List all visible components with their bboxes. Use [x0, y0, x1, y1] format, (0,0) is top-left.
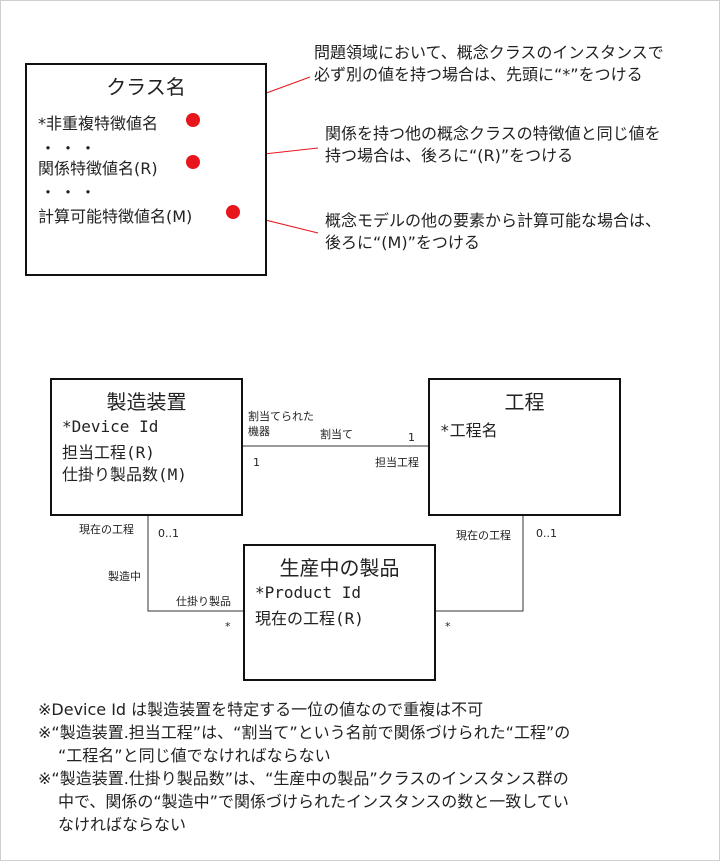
class-process-title: 工程: [504, 390, 545, 414]
footnote-3-cont-2: なければならない: [58, 815, 187, 834]
pp-role-process: 現在の工程: [456, 529, 511, 542]
legend-relation-attr: 関係特徴値名(R): [38, 159, 158, 178]
footnote-3: ※“製造装置.仕掛り製品数”は、“生産中の製品”クラスのインスタンス群の: [38, 769, 569, 788]
marker-unique-dot: [186, 113, 200, 127]
device-attr-id: *Device Id: [62, 417, 159, 436]
assoc-line-device-product: [147, 516, 244, 612]
legend-class-box: クラス名 *非重複特徴値名 ・・・ 関係特徴値名(R) ・・・ 計算可能特徴値名…: [25, 63, 267, 276]
note-unique: 問題領域において、概念クラスのインスタンスで必ず別の値を持つ場合は、先頭に“*”…: [314, 43, 664, 84]
product-attr-current-process: 現在の工程(R): [255, 609, 364, 628]
legend-unique-attr: *非重複特徴値名: [38, 114, 159, 133]
note-computed: 概念モデルの他の要素から計算可能な場合は、後ろに“(M)”をつける: [325, 211, 662, 252]
class-process-box: 工程 *工程名: [428, 378, 621, 516]
dp-name: 製造中: [108, 570, 141, 583]
dp-role-product: 仕掛り製品: [176, 595, 231, 608]
class-device-title: 製造装置: [106, 390, 187, 414]
process-attr-name: *工程名: [440, 421, 498, 440]
note-relation: 関係を持つ他の概念クラスの特徴値と同じ値を持つ場合は、後ろに“(R)”をつける: [325, 124, 661, 165]
assign-name: 割当て: [320, 428, 353, 441]
footnote-3-cont-1: 中で、関係の“製造中”で関係づけられたインスタンスの数と一致してい: [58, 792, 569, 811]
assign-mult-process: 1: [408, 431, 415, 444]
legend-dots-2: ・・・: [40, 183, 101, 202]
assoc-line-process-product: [435, 516, 524, 612]
class-product-title: 生産中の製品: [279, 556, 400, 580]
assign-mult-device: 1: [253, 456, 260, 469]
marker-computed-dot: [226, 205, 240, 219]
legend-dots-1: ・・・: [40, 139, 101, 158]
marker-relation-dot: [186, 155, 200, 169]
dp-role-device: 現在の工程: [79, 523, 134, 536]
dp-mult-device: 0..1: [158, 527, 179, 540]
dp-mult-product: *: [225, 620, 231, 633]
legend-class-title: クラス名: [106, 75, 186, 99]
pp-mult-product: *: [445, 620, 451, 633]
footnote-2: ※“製造装置.担当工程”は、“割当て”という名前で関係づけられた“工程”の: [38, 723, 571, 742]
footnote-1: ※Device Id は製造装置を特定する一位の値なので重複は不可: [38, 700, 484, 719]
device-attr-process: 担当工程(R): [62, 443, 155, 462]
class-product-box: 生産中の製品 *Product Id 現在の工程(R): [243, 544, 436, 681]
product-attr-id: *Product Id: [255, 583, 361, 602]
legend-computed-attr: 計算可能特徴値名(M): [38, 207, 193, 226]
assign-role-device: 割当てられた機器: [248, 410, 314, 438]
assign-role-process: 担当工程: [375, 456, 419, 469]
pp-mult-process: 0..1: [536, 527, 557, 540]
footnote-2-cont: “工程名”と同じ値でなければならない: [58, 746, 331, 765]
class-device-box: 製造装置 *Device Id 担当工程(R) 仕掛り製品数(M): [50, 378, 243, 516]
device-attr-wip-count: 仕掛り製品数(M): [62, 465, 187, 484]
